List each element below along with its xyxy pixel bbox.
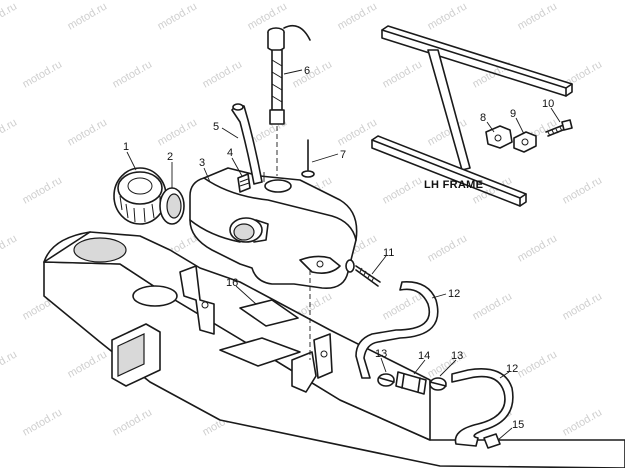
callout-10: 10 [542, 98, 554, 110]
callout-1: 1 [123, 141, 129, 153]
watermark-text: motod.ru [0, 0, 19, 32]
fuel-sender [267, 24, 311, 125]
frame-label: LH FRAME [424, 179, 483, 191]
watermark-text: motod.ru [66, 348, 110, 380]
callout-12-upper: 12 [448, 288, 460, 300]
watermark-text: motod.ru [516, 0, 560, 32]
callout-12-lower: 12 [506, 363, 518, 375]
watermark-text: motod.ru [336, 0, 380, 32]
watermark-text: motod.ru [21, 174, 65, 206]
tank-top-port [264, 179, 292, 193]
callout-14: 14 [418, 350, 430, 362]
callout-9: 9 [510, 108, 516, 120]
watermark-text: motod.ru [156, 116, 200, 148]
drain-rod [301, 139, 315, 178]
callout-5: 5 [213, 121, 219, 133]
watermark-text: motod.ru [111, 406, 155, 438]
callout-7: 7 [340, 149, 346, 161]
callout-3: 3 [199, 157, 205, 169]
watermark-text: motod.ru [426, 0, 470, 32]
bracket-hardware [485, 119, 573, 153]
watermark-text: motod.ru [381, 174, 425, 206]
watermark-text: motod.ru [66, 0, 110, 32]
watermark-text: motod.ru [561, 290, 605, 322]
fuel-hose-upper [355, 281, 439, 379]
callout-13-left: 13 [375, 348, 387, 360]
watermark-text: motod.ru [0, 348, 19, 380]
watermark-text: motod.ru [471, 290, 515, 322]
watermark-text: motod.ru [516, 232, 560, 264]
leader-lines [126, 69, 561, 441]
tank-filler-neck [229, 217, 269, 243]
fuel-cap [113, 167, 167, 225]
cap-gasket [159, 187, 185, 225]
watermark-text: motod.ru [0, 232, 19, 264]
watermark-text: motod.ru [246, 0, 290, 32]
callout-6: 6 [304, 65, 310, 77]
callout-13-right: 13 [451, 350, 463, 362]
callout-numbers: 1 2 3 4 5 6 7 8 9 10 11 12 12 13 13 14 1… [123, 65, 554, 431]
watermark-text: motod.ru [66, 116, 110, 148]
watermark-text: motod.ru [111, 58, 155, 90]
hose-clamp-lower [483, 433, 501, 449]
watermark-text: motod.ru [291, 58, 335, 90]
tank-fitting [237, 173, 251, 193]
fuel-hose-lower [451, 368, 514, 447]
watermark-text: motod.ru [156, 0, 200, 32]
watermark-text: motod.ru [561, 174, 605, 206]
lh-frame [371, 25, 573, 207]
watermark-text: motod.ru [561, 406, 605, 438]
vent-hose [231, 103, 263, 185]
callout-4: 4 [227, 147, 233, 159]
watermark-text: motod.ru [516, 348, 560, 380]
callout-15: 15 [512, 419, 524, 431]
watermark-text: motod.ru [381, 58, 425, 90]
watermark-text: motod.ru [201, 58, 245, 90]
watermark-text: motod.ru [0, 116, 19, 148]
callout-11: 11 [383, 247, 394, 259]
hose-clamp-right [429, 377, 447, 391]
watermark-text: motod.ru [381, 290, 425, 322]
mount-bolt [345, 259, 381, 287]
frame-rail [43, 231, 625, 468]
watermark-text: motod.ru [21, 406, 65, 438]
pad-16 [239, 299, 299, 327]
callout-2: 2 [167, 151, 173, 163]
fuel-tank [189, 167, 358, 289]
callout-16: 16 [226, 277, 238, 289]
fuel-filter [395, 371, 427, 395]
hose-clamp-left [377, 373, 395, 387]
frame-brackets [179, 265, 333, 393]
watermark-text: motod.ru [21, 58, 65, 90]
watermark-text: motod.ru [426, 232, 470, 264]
callout-8: 8 [480, 112, 486, 124]
